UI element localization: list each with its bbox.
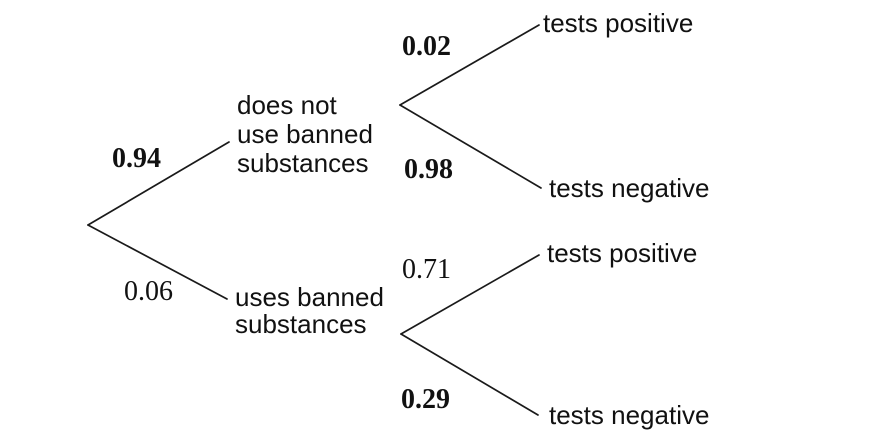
branch-line-nonuser-to-positive — [399, 24, 540, 106]
branch-line-user-to-positive — [400, 254, 540, 335]
outcome-label-user-positive: tests positive — [547, 238, 698, 268]
probability-label-nonuser: 0.94 — [112, 143, 161, 174]
branch-line-nonuser-to-negative — [399, 104, 542, 189]
probability-label-user-positive: 0.71 — [402, 254, 451, 285]
outcome-label-user-negative: tests negative — [549, 400, 710, 430]
probability-label-user: 0.06 — [124, 276, 173, 307]
node-label-nonuser: does not use banned substances — [237, 90, 373, 178]
outcome-label-nonuser-negative: tests negative — [549, 173, 710, 203]
probability-label-user-negative: 0.29 — [401, 384, 450, 415]
branch-line-root-to-nonuser — [87, 141, 230, 226]
branch-line-user-to-negative — [400, 333, 539, 416]
node-label-user: uses banned substances — [235, 282, 384, 339]
branch-line-root-to-user — [87, 224, 228, 300]
probability-label-nonuser-negative: 0.98 — [404, 154, 453, 185]
probability-label-nonuser-positive: 0.02 — [402, 31, 451, 62]
outcome-label-nonuser-positive: tests positive — [543, 8, 694, 38]
